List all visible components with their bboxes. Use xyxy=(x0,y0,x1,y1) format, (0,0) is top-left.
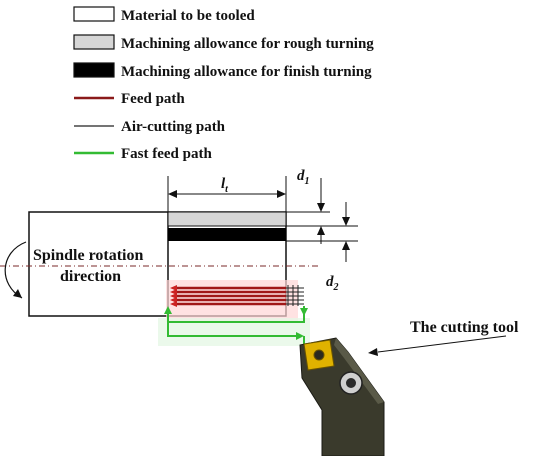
dimension-d1-d2: d1 d2 xyxy=(286,168,358,293)
legend-swatch-finish xyxy=(73,62,115,78)
rotation-arrow-icon xyxy=(4,241,27,299)
tool-paths xyxy=(158,280,310,346)
legend-label-fast-feed: Fast feed path xyxy=(121,146,212,162)
spindle-rotation: Spindle rotation direction xyxy=(4,241,144,299)
cutting-tool: The cutting tool xyxy=(299,319,519,456)
finish-allowance-band xyxy=(168,228,286,241)
legend-label-rough: Machining allowance for rough turning xyxy=(121,36,374,52)
legend-swatch-rough xyxy=(73,34,115,50)
dimension-d2-label: d2 xyxy=(326,274,339,293)
legend: Material to be tooled Machining allowanc… xyxy=(73,6,374,162)
dimension-d1-label: d1 xyxy=(297,168,310,187)
legend-label-air: Air-cutting path xyxy=(121,119,226,135)
dimension-lt: lt xyxy=(167,176,287,212)
legend-label-material: Material to be tooled xyxy=(121,8,255,24)
legend-label-finish: Machining allowance for finish turning xyxy=(121,64,372,80)
insert-screw-icon xyxy=(313,349,325,361)
tool-label: The cutting tool xyxy=(410,319,519,336)
rough-allowance-band xyxy=(167,211,287,227)
legend-swatch-material xyxy=(73,6,115,22)
spindle-label-line1: Spindle rotation xyxy=(33,247,144,264)
spindle-label-line2: direction xyxy=(60,268,121,285)
dimension-lt-label: lt xyxy=(221,176,229,195)
tool-label-leader xyxy=(377,335,507,353)
legend-label-feed: Feed path xyxy=(121,91,185,107)
